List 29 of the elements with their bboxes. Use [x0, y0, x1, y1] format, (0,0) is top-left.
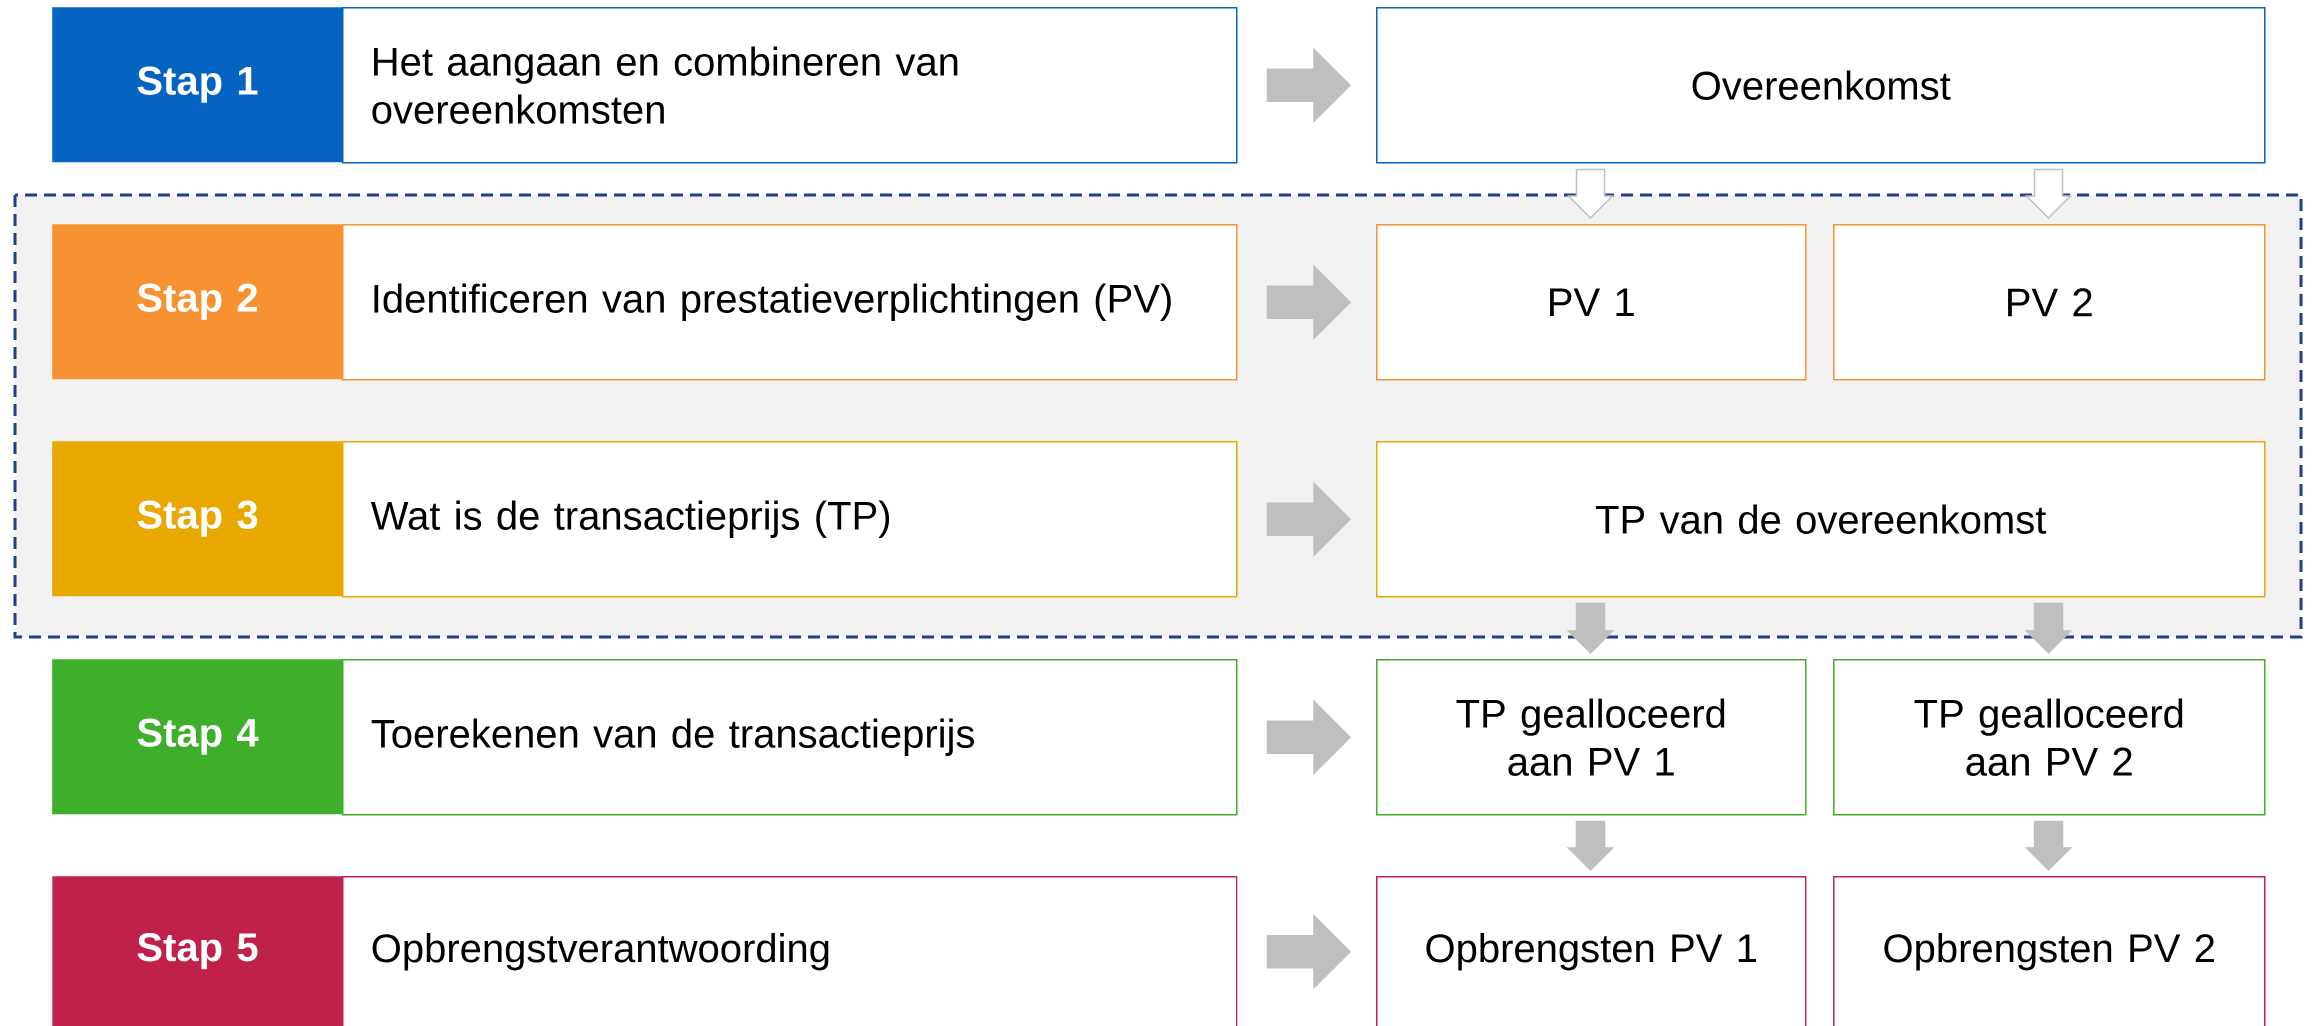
step-description: Wat is de transactieprijs (TP)	[342, 441, 1238, 598]
step-label: Stap 5	[52, 876, 343, 1026]
result-box: PV 2	[1833, 224, 2266, 381]
step-description: Het aangaan en combineren van overeenkomsten	[342, 7, 1238, 164]
block-arrow	[1266, 481, 1352, 558]
step-label: Stap 4	[52, 659, 343, 815]
result-box: Opbrengsten PV 2	[1833, 876, 2266, 1026]
result-box: Overeenkomst	[1376, 7, 2266, 164]
block-arrow	[1266, 264, 1352, 341]
step-label: Stap 3	[52, 441, 343, 597]
block-arrow	[1566, 820, 1615, 872]
block-arrow	[1566, 602, 1615, 655]
result-box: Opbrengsten PV 1	[1376, 876, 1807, 1026]
block-arrow	[1266, 47, 1352, 124]
block-arrow	[1266, 699, 1352, 776]
block-arrow	[1266, 913, 1352, 990]
block-arrow	[2024, 820, 2073, 872]
block-arrow	[2024, 602, 2073, 655]
step-label: Stap 2	[52, 224, 343, 380]
result-box: TP van de overeenkomst	[1376, 441, 2266, 598]
step-description: Identificeren van prestatieverplichtingen (PV)	[342, 224, 1238, 381]
step-description: Toerekenen van de transactieprijs	[342, 659, 1238, 816]
block-arrow	[2024, 168, 2073, 220]
step-label: Stap 1	[52, 7, 343, 163]
result-box: TP gealloceerd aan PV 1	[1376, 659, 1807, 816]
block-arrow	[1566, 168, 1615, 220]
result-box: TP gealloceerd aan PV 2	[1833, 659, 2266, 816]
result-box: PV 1	[1376, 224, 1807, 381]
step-description: Opbrengstverantwoording	[342, 876, 1238, 1026]
